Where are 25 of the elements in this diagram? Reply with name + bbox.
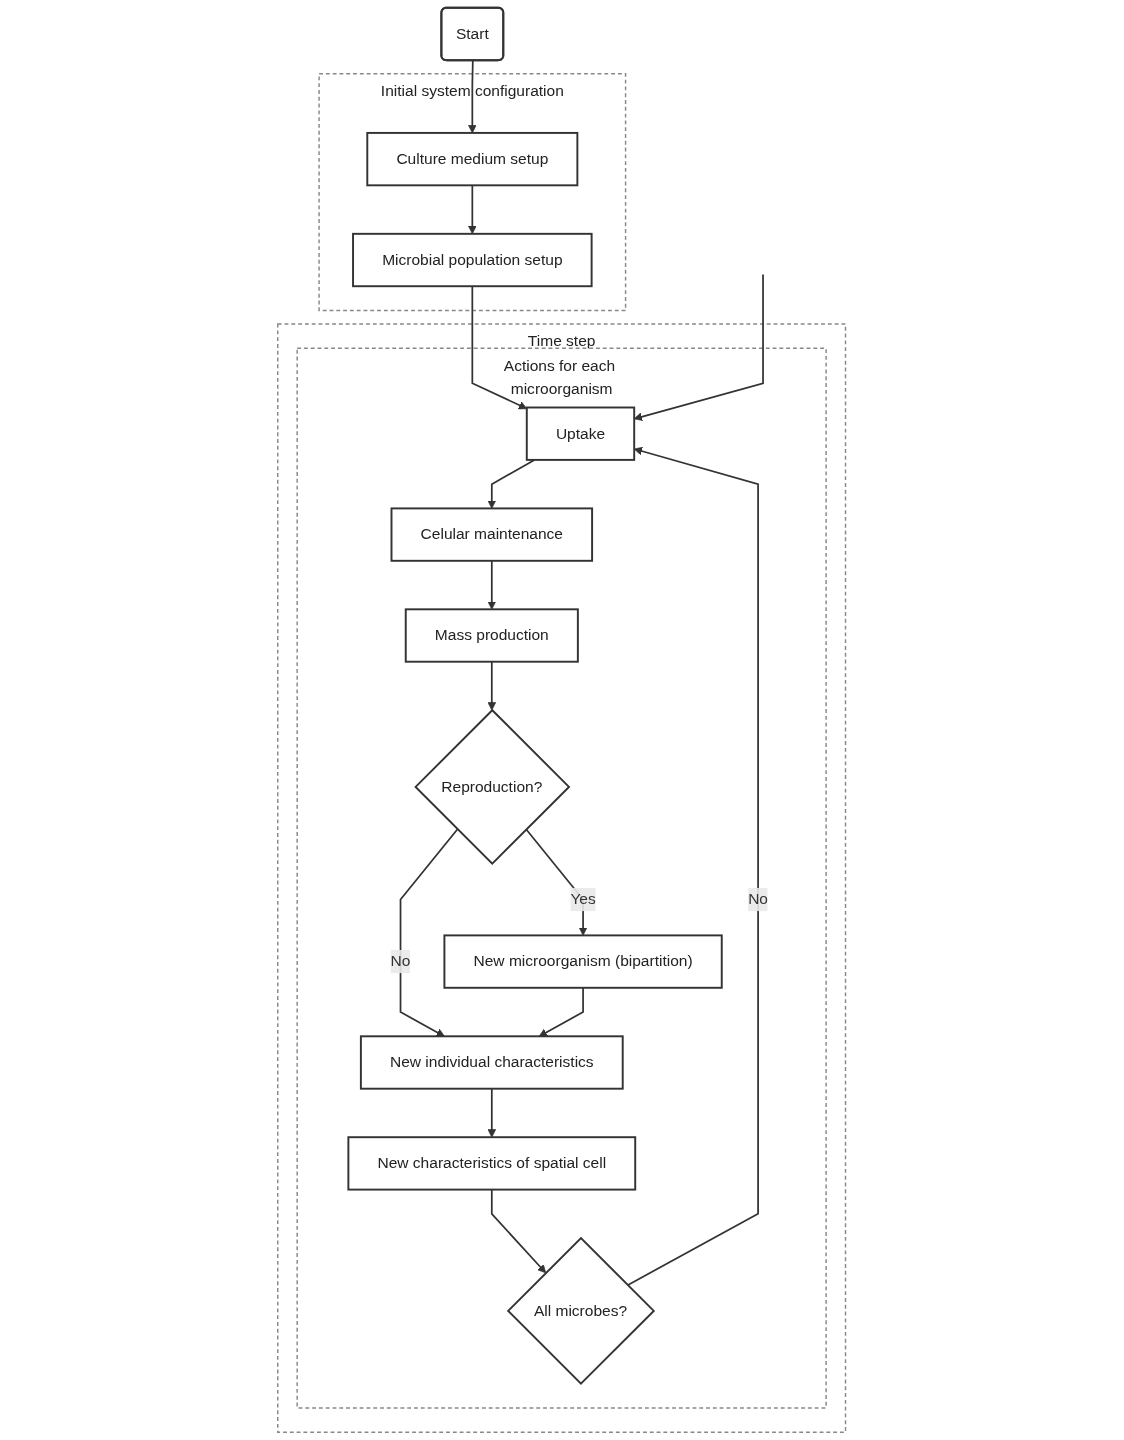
arrow [487,660,497,711]
edge-label: No [390,952,411,970]
node-box: Microbial population setup [352,232,593,288]
node-diamond: All microbes? [507,1236,656,1386]
arrow [471,285,528,410]
arrow [487,459,536,509]
arrow [468,184,477,235]
node-box: Uptake [526,406,636,461]
edge-label: Yes [570,890,597,908]
node-box: New individual characteristics [360,1035,625,1090]
node-box: Mass production [405,608,580,663]
node-diamond: Reproduction? [414,708,571,865]
arrow [400,828,459,1037]
arrow [468,59,477,134]
arrow [487,1087,497,1138]
arrow [627,446,760,1287]
node-box: Celular maintenance [390,507,594,562]
node-box: New microorganism (bipartition) [443,934,724,989]
arrow [487,559,497,610]
node-box: Culture medium setup [366,131,579,187]
edge-label: No [748,890,769,908]
arrow [634,273,765,421]
node-box: New characteristics of spatial cell [347,1136,637,1191]
arrow [539,986,585,1037]
arrow [491,1188,547,1274]
